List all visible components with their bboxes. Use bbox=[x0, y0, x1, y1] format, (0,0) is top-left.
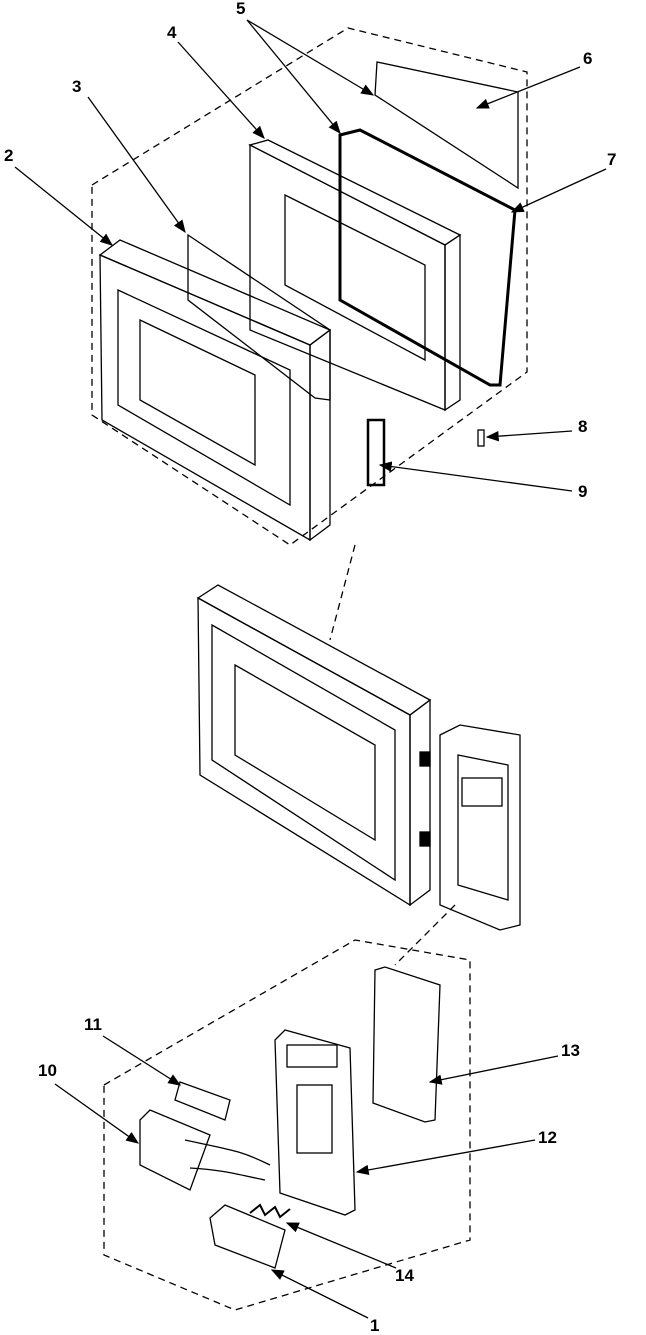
part-door-glass bbox=[187, 233, 331, 401]
callout-12: 12 bbox=[538, 1128, 557, 1147]
door-assembly-outline bbox=[91, 27, 528, 546]
part-hook-spring bbox=[477, 429, 485, 447]
callout-4: 4 bbox=[167, 23, 177, 42]
callout-13: 13 bbox=[561, 1041, 580, 1060]
callout-3: 3 bbox=[72, 77, 82, 96]
part-control-pcb bbox=[372, 966, 441, 1123]
callout-2: 2 bbox=[4, 146, 14, 165]
control-assembly-outline bbox=[103, 939, 471, 1311]
part-control-box bbox=[274, 1029, 356, 1216]
part-spring bbox=[249, 1203, 291, 1219]
dashed-link bbox=[329, 544, 356, 641]
part-door-choke bbox=[338, 128, 517, 387]
callout-10: 10 bbox=[38, 1061, 57, 1080]
part-door-button bbox=[209, 1204, 286, 1269]
callout-5: 5 bbox=[236, 0, 246, 18]
ribbon-cable bbox=[184, 1139, 271, 1181]
callout-7: 7 bbox=[607, 150, 617, 169]
dashed-link bbox=[394, 904, 456, 966]
callout-6: 6 bbox=[583, 49, 593, 68]
callout-11: 11 bbox=[84, 1015, 102, 1034]
callout-9: 9 bbox=[578, 482, 588, 501]
part-membrane-switch bbox=[139, 1109, 211, 1191]
callout-8: 8 bbox=[578, 417, 588, 436]
assembled-door bbox=[196, 584, 432, 907]
part-window-film bbox=[174, 1081, 231, 1121]
callout-1: 1 bbox=[370, 1316, 380, 1335]
assembled-control-panel bbox=[419, 724, 521, 931]
callout-14: 14 bbox=[395, 1266, 414, 1285]
part-door-film bbox=[374, 61, 519, 190]
leader-lines bbox=[14, 19, 607, 1319]
part-latch-hook bbox=[366, 418, 386, 487]
part-inner-door bbox=[248, 139, 462, 412]
